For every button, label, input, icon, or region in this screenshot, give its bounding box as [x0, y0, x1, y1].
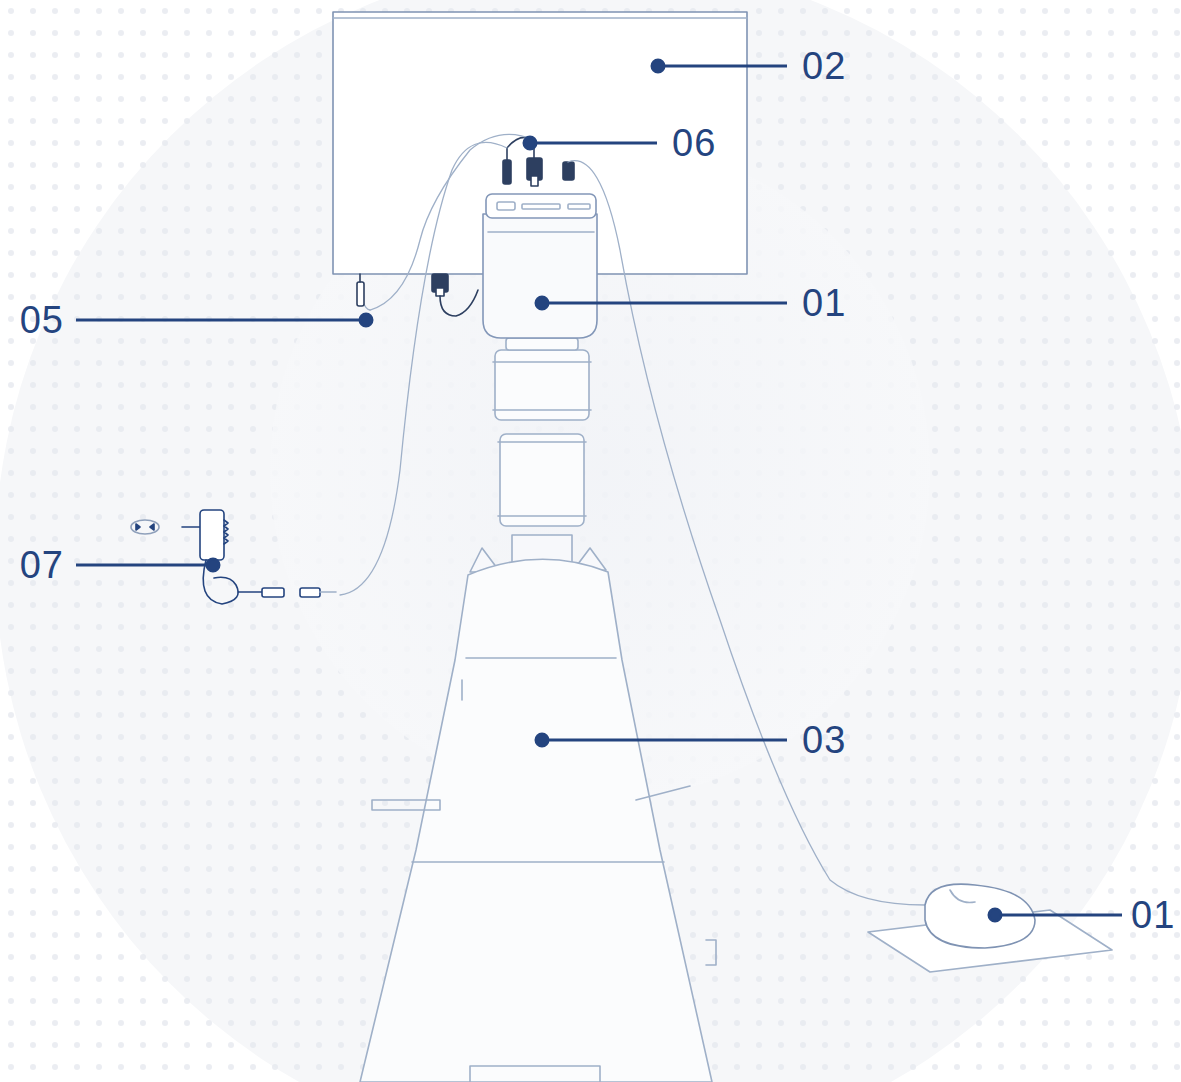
leader-line: [76, 319, 366, 322]
leader-dot: [360, 314, 372, 326]
callout-number: 05: [20, 301, 64, 339]
leader-line: [995, 914, 1122, 917]
callout-number: 01: [1131, 896, 1175, 934]
mouse: [868, 884, 1112, 972]
microscope: [360, 535, 716, 1082]
camera-cables: [503, 137, 574, 186]
callout-number: 02: [802, 47, 846, 85]
leader-dot: [989, 909, 1001, 921]
callout-number: 03: [802, 721, 846, 759]
leader-dot: [207, 559, 219, 571]
c-mount-adapter: [493, 338, 591, 526]
leader-dot: [536, 297, 548, 309]
cables: [340, 134, 925, 905]
leader-line: [658, 65, 787, 68]
leader-dot: [536, 734, 548, 746]
leader-line: [542, 302, 787, 305]
monitor-ports: [357, 274, 478, 316]
leader-line: [542, 739, 787, 742]
callout-number: 07: [20, 546, 64, 584]
leader-line: [530, 142, 657, 145]
callout-number: 06: [672, 124, 716, 162]
leader-lines: [76, 60, 1122, 921]
leader-line: [76, 564, 213, 567]
leader-dot: [652, 60, 664, 72]
leader-dot: [524, 137, 536, 149]
callout-number: 01: [802, 284, 846, 322]
camera: [483, 194, 597, 338]
power-adapter: [131, 510, 336, 604]
